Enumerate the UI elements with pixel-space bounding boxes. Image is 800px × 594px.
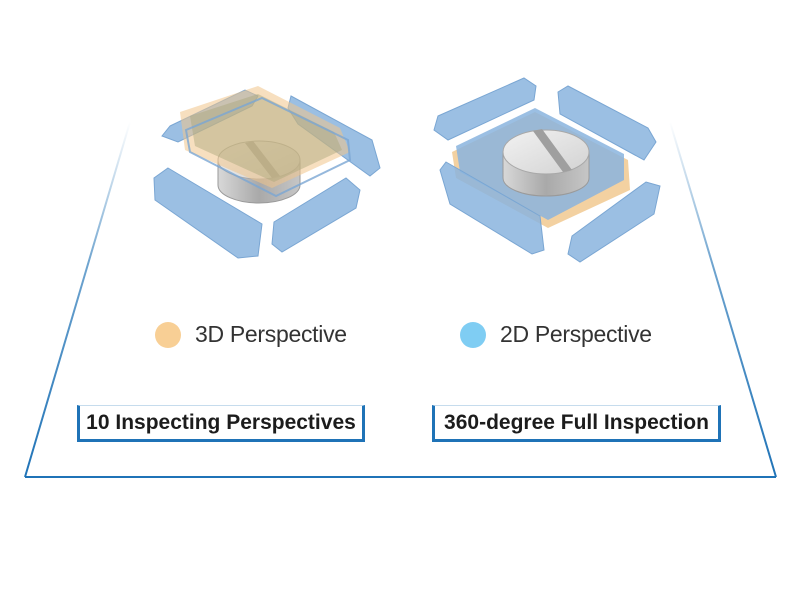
pill-3d-inspection-icon	[153, 86, 381, 259]
frame-left-edge	[24, 121, 131, 478]
camera-panel-icon	[439, 161, 545, 255]
caption-right: 360-degree Full Inspection	[432, 405, 721, 442]
frame-right-edge	[669, 121, 777, 478]
camera-frame-icon	[184, 96, 352, 198]
perspective-3d-panel	[180, 86, 350, 188]
camera-panel-icon	[153, 167, 263, 259]
legend-dot-2d	[460, 321, 486, 348]
camera-panel-icon	[557, 85, 657, 161]
pill-top-icon	[502, 129, 590, 175]
pill-score-line	[533, 129, 572, 172]
legend-label-2d: 2D Perspective	[500, 321, 652, 347]
legend-2d-perspective: 2D Perspective	[460, 321, 652, 348]
caption-left: 10 Inspecting Perspectives	[77, 405, 365, 442]
legend-label-3d: 3D Perspective	[195, 321, 347, 347]
pill-2d-inspection-icon	[433, 77, 661, 263]
legend-dot-3d	[155, 321, 181, 348]
camera-panel-icon	[271, 177, 361, 253]
overlap-region	[190, 94, 342, 182]
legend-3d-perspective: 3D Perspective	[155, 321, 347, 348]
camera-panel-icon	[567, 181, 661, 263]
camera-panel-icon	[433, 77, 537, 141]
